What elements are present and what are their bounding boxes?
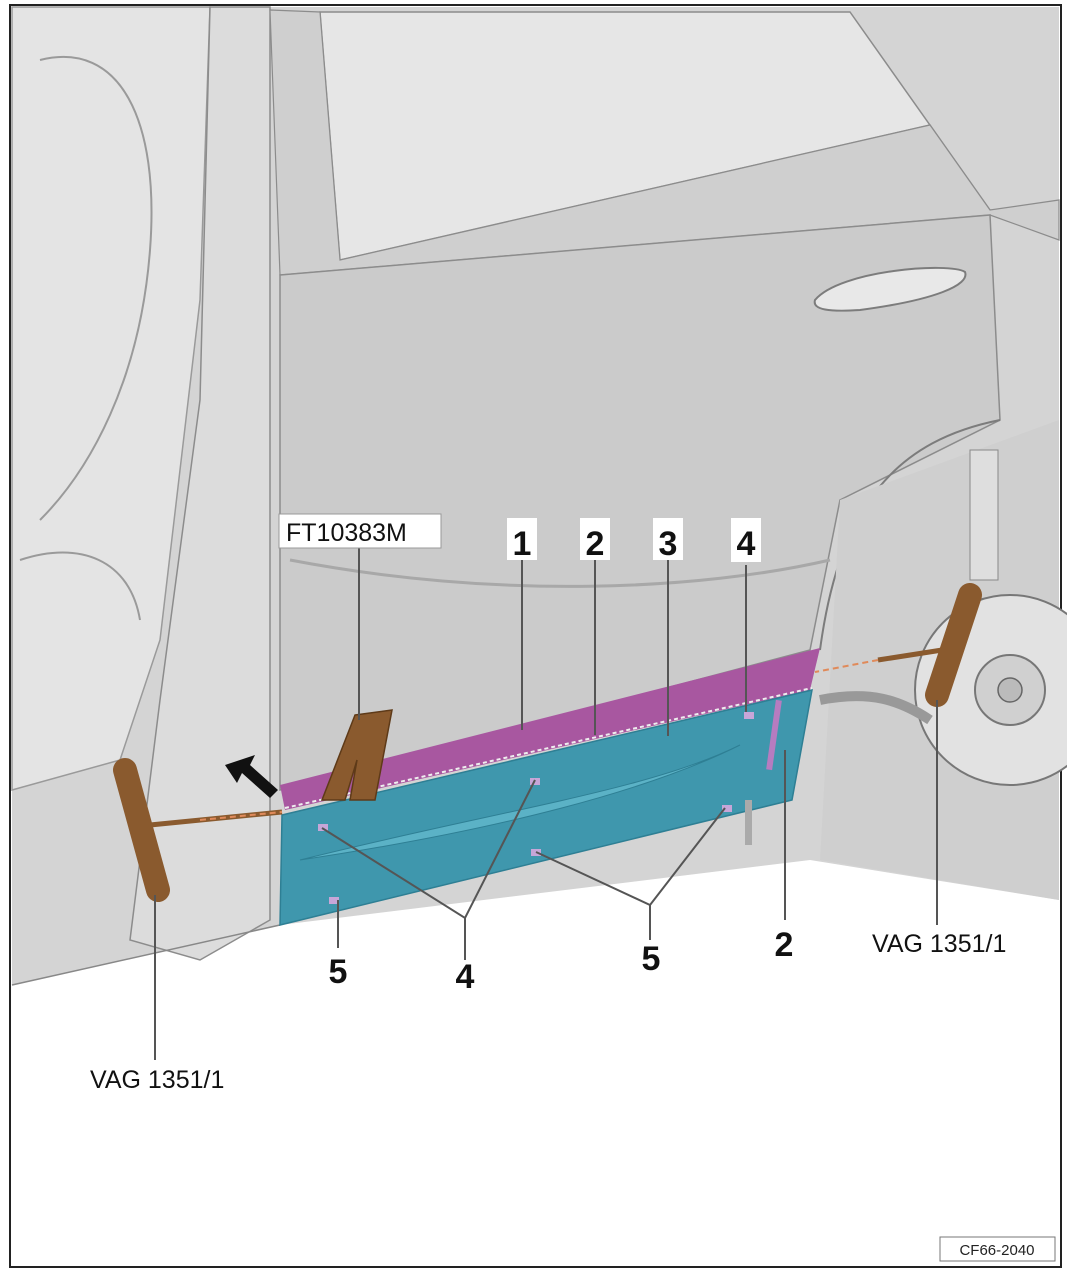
callout-box xyxy=(731,518,761,562)
callout-5-right: 5 xyxy=(642,940,661,978)
callout-2-bottom: 2 xyxy=(775,926,794,964)
wedge-label-box xyxy=(278,513,442,549)
callout-box xyxy=(507,518,537,560)
callout-4: 4 xyxy=(737,525,756,563)
figure-code-box xyxy=(939,1236,1056,1262)
callout-box xyxy=(580,518,610,560)
door-handle xyxy=(813,266,967,312)
wedge-tool-label: FT10383M xyxy=(286,519,407,547)
callout-4-bottom: 4 xyxy=(456,958,475,996)
tape-backing-line xyxy=(284,687,813,809)
hot-air-tool-right xyxy=(814,583,982,707)
hot-air-tool-left-label: VAG 1351/1 xyxy=(90,1066,224,1094)
door-trim-strip xyxy=(279,689,813,926)
hot-air-tool-left xyxy=(113,758,283,902)
callout-1: 1 xyxy=(513,525,532,563)
callout-2: 2 xyxy=(586,525,605,563)
callout-box xyxy=(653,518,683,560)
callout-3: 3 xyxy=(659,525,678,563)
adhesive-tape xyxy=(280,648,820,810)
arrow-icon xyxy=(225,755,278,798)
leader-lines xyxy=(154,548,938,1060)
hot-air-tool-right-label: VAG 1351/1 xyxy=(872,930,1006,958)
callout-5-left: 5 xyxy=(329,953,348,991)
figure-code: CF66-2040 xyxy=(959,1242,1034,1259)
wedge-tool xyxy=(320,709,393,801)
